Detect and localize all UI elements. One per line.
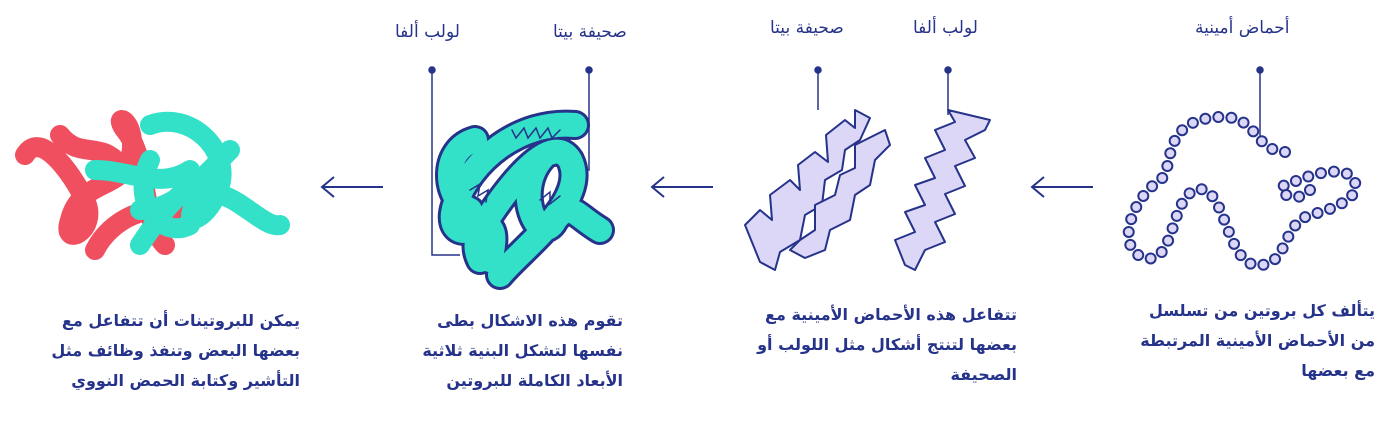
amino-acid-bead: [1257, 258, 1270, 271]
amino-acid-chain-icon: [1122, 111, 1362, 271]
label-beta-sheet: صحيفة بيتا: [770, 18, 844, 38]
amino-acid-bead: [1222, 225, 1235, 238]
description-line: يتألف كل بروتين من تسلسل: [1148, 301, 1375, 320]
description-line: الصحيفة: [950, 365, 1017, 384]
amino-acid-bead: [1218, 213, 1231, 226]
label-amino-acids: أحماض أمينية: [1195, 18, 1290, 38]
amino-acid-bead: [1122, 225, 1135, 238]
alpha-helix-icon: [894, 109, 991, 271]
amino-acid-bead: [1302, 170, 1315, 183]
label-alpha-helix: لولب ألفا: [913, 18, 978, 38]
amino-acid-bead: [1279, 146, 1291, 158]
amino-acid-bead: [1137, 189, 1150, 202]
description-tertiary: تقوم هذه الاشكال بطى نفسها لتشكل البنية …: [422, 306, 623, 396]
amino-acid-bead: [1280, 189, 1293, 202]
amino-acid-bead: [1175, 197, 1188, 210]
amino-acid-bead: [1311, 206, 1324, 219]
arrow-left-icon: [320, 176, 383, 198]
amino-acid-bead: [1304, 184, 1316, 196]
amino-acid-bead: [1327, 165, 1340, 178]
amino-acid-bead: [1199, 112, 1212, 125]
amino-acid-bead: [1225, 111, 1238, 124]
description-secondary: تتفاعل هذه الأحماض الأمينية مع بعضها لتن…: [757, 300, 1017, 390]
amino-acid-bead: [1156, 172, 1169, 185]
amino-acid-bead: [1176, 124, 1189, 137]
amino-acid-bead: [1186, 116, 1199, 129]
arrow-left-icon: [1030, 176, 1093, 198]
amino-acid-bead: [1234, 249, 1247, 262]
amino-acid-bead: [1349, 177, 1362, 190]
description-line: التأشير وكتابة الحمض النووي: [71, 371, 300, 390]
description-primary: يتألف كل بروتين من تسلسل من الأحماض الأم…: [1140, 296, 1375, 386]
amino-acid-bead: [1335, 197, 1348, 210]
description-line: مع بعضها: [1301, 361, 1375, 380]
amino-acid-bead: [1206, 190, 1219, 203]
amino-acid-bead: [1155, 246, 1168, 259]
amino-acid-bead: [1289, 219, 1302, 232]
amino-acid-bead: [1314, 167, 1327, 180]
amino-acid-bead: [1255, 135, 1268, 148]
tertiary-fold-icon: [435, 109, 615, 290]
amino-acid-bead: [1132, 249, 1145, 262]
amino-acid-bead: [1228, 237, 1241, 250]
description-line: يمكن للبروتينات أن تتفاعل مع: [61, 311, 300, 330]
amino-acid-bead: [1130, 201, 1143, 214]
amino-acid-bead: [1183, 187, 1196, 200]
amino-acid-bead: [1340, 167, 1353, 180]
amino-acid-bead: [1299, 211, 1312, 224]
description-line: تقوم هذه الاشكال بطى: [437, 311, 623, 330]
amino-acid-bead: [1244, 257, 1257, 270]
amino-acid-bead: [1170, 209, 1183, 222]
amino-acid-bead: [1237, 116, 1250, 129]
amino-acid-bead: [1144, 252, 1157, 265]
arrow-left-icon: [650, 176, 713, 198]
amino-acid-bead: [1346, 189, 1359, 202]
amino-acid-bead: [1168, 134, 1181, 147]
amino-acid-bead: [1195, 183, 1208, 196]
amino-acid-bead: [1289, 174, 1302, 187]
amino-acid-bead: [1166, 222, 1179, 235]
amino-acid-bead: [1164, 147, 1177, 160]
amino-acid-bead: [1293, 190, 1306, 203]
description-line: من الأحماض الأمينية المرتبطة: [1140, 331, 1375, 350]
amino-acid-bead: [1125, 213, 1138, 226]
beta-sheet-icon: [744, 109, 891, 271]
amino-acid-bead: [1161, 160, 1174, 173]
description-line: نفسها لتشكل البنية ثلاثية: [422, 341, 623, 360]
amino-acid-bead: [1266, 143, 1279, 156]
label-beta-sheet: صحيفة بيتا: [553, 22, 627, 42]
amino-acid-bead: [1276, 242, 1289, 255]
amino-acid-bead: [1282, 230, 1295, 243]
amino-acid-bead: [1146, 180, 1159, 193]
description-line: بعضها البعض وتنفذ وظائف مثل: [51, 341, 300, 360]
amino-acid-bead: [1162, 234, 1175, 247]
amino-acid-bead: [1269, 253, 1282, 266]
description-quaternary: يمكن للبروتينات أن تتفاعل مع بعضها البعض…: [51, 306, 300, 396]
amino-acid-bead: [1247, 125, 1260, 138]
description-line: بعضها لتنتج أشكال مثل اللولب أو: [757, 335, 1017, 354]
amino-acid-bead: [1124, 238, 1137, 251]
amino-acid-bead: [1212, 111, 1225, 124]
quaternary-complex-icon: [15, 110, 290, 260]
description-line: تتفاعل هذه الأحماض الأمينية مع: [765, 305, 1017, 324]
description-line: الأبعاد الكاملة للبروتين: [446, 371, 623, 390]
label-alpha-helix: لولب ألفا: [395, 22, 460, 42]
amino-acid-bead: [1213, 201, 1226, 214]
amino-acid-bead: [1323, 202, 1336, 215]
